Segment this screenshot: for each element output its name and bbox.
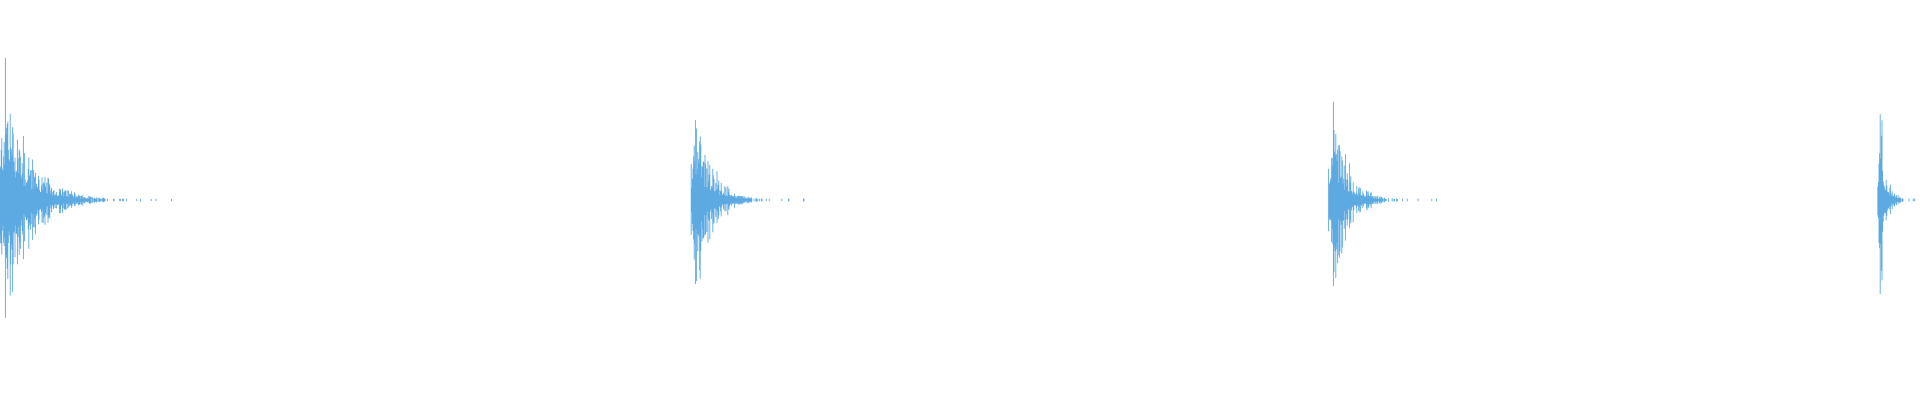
- burst-3-core: [1328, 196, 1378, 204]
- burst-4: [1877, 114, 1915, 295]
- burst-3-trace: [1328, 101, 1438, 287]
- burst-4-core: [1877, 196, 1897, 204]
- burst-1-core: [0, 196, 78, 204]
- burst-1: [0, 57, 173, 318]
- burst-3: [1328, 101, 1438, 287]
- burst-2-core: [691, 196, 743, 204]
- burst-1-trace: [0, 57, 173, 318]
- burst-4-trace: [1877, 114, 1915, 295]
- burst-2: [690, 120, 805, 285]
